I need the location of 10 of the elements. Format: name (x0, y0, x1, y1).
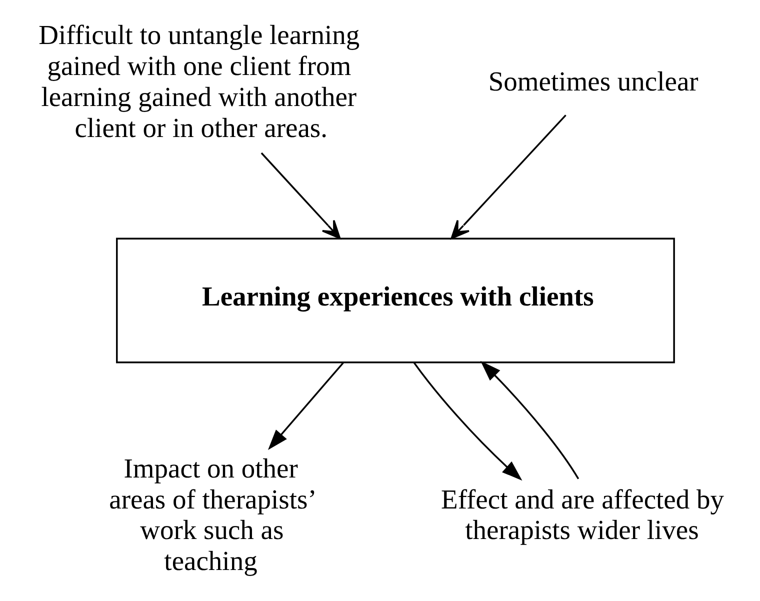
arrow (413, 362, 522, 481)
node-text: Difficult to untangle learning gained with one client from learning gained with another client or in other areas. (38, 18, 360, 143)
node-box: Learning experiences with clients (116, 238, 675, 364)
node-text: Effect and are affected by therapists wider lives (441, 483, 724, 546)
arrow (480, 360, 580, 480)
arrow (260, 152, 341, 240)
node-text: Sometimes unclear (488, 65, 698, 96)
node-text: Impact on other areas of therapists’ work such as teaching (109, 452, 317, 576)
arrow (268, 362, 344, 450)
arrow (450, 114, 566, 240)
